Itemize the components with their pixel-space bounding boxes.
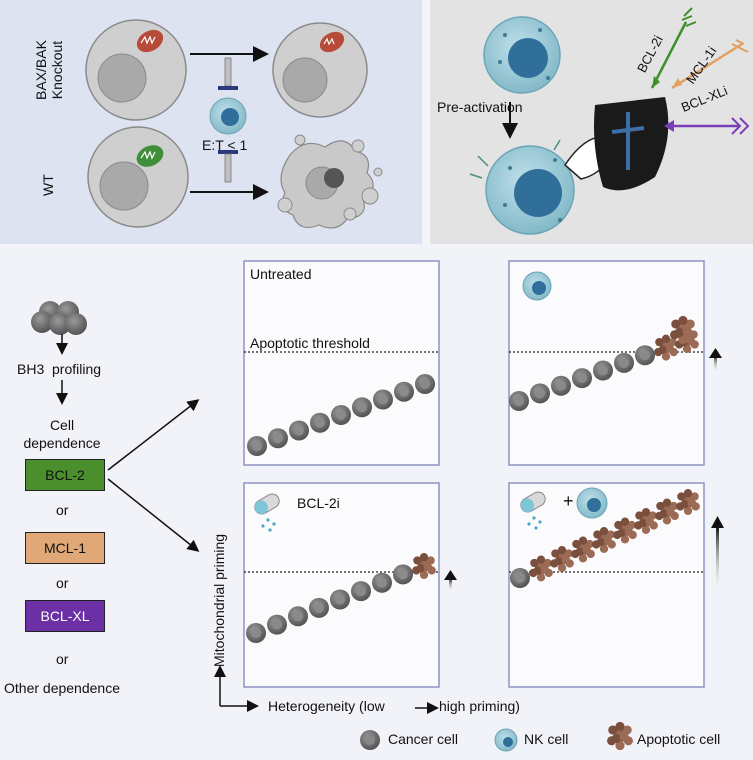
dependence-mcl1-box: MCL-1	[25, 532, 105, 564]
knockout-label-line1: BAX/BAK	[33, 40, 49, 100]
nk-cell-activated	[469, 139, 575, 235]
cancer-cell	[614, 352, 634, 373]
cancer-cell	[351, 581, 371, 602]
dependence-bclxl-label: BCL-XL	[40, 608, 90, 624]
apoptotic-cell	[550, 546, 574, 572]
cell-dependence-label: Cell dependence	[10, 416, 114, 452]
cancer-cell	[372, 572, 392, 593]
mcl1i-arrow-icon	[671, 39, 749, 90]
cell-dependence-line1: Cell	[49, 417, 75, 433]
cancer-cell	[289, 420, 309, 441]
cancer-cell	[373, 389, 393, 410]
pill-icon	[254, 493, 280, 532]
x-axis-label-suffix: high priming)	[439, 698, 520, 714]
cancer-cell	[635, 345, 655, 366]
cancer-cell	[415, 374, 435, 394]
apoptotic-wt-cell	[277, 134, 383, 229]
cancer-cell	[310, 412, 330, 433]
up-arrow	[444, 570, 457, 592]
legend-cancer-icon	[360, 730, 380, 750]
bcl2i-arrow-icon	[650, 7, 697, 89]
dependence-mcl1-label: MCL-1	[43, 540, 86, 556]
cancer-cell	[268, 428, 288, 449]
knockout-label: BAX/BAK Knockout	[33, 30, 65, 110]
or-label: or	[56, 575, 69, 591]
cancer-cell	[510, 568, 530, 588]
or-label: or	[56, 651, 69, 667]
cancer-cell	[509, 391, 529, 411]
legend-apoptotic-label: Apoptotic cell	[637, 731, 721, 747]
cancer-cell	[352, 397, 372, 418]
cancer-cell	[309, 597, 329, 618]
apoptotic-cell	[412, 553, 436, 579]
legend-nk-label: NK cell	[524, 731, 569, 747]
nk-effector	[209, 57, 247, 183]
bcl2i-panel-label: BCL-2i	[297, 495, 340, 511]
apoptotic-cell	[654, 334, 678, 361]
knockout-cell-left	[85, 19, 187, 121]
up-arrow	[711, 516, 724, 596]
apoptotic-cell	[634, 508, 658, 534]
shield-arm-icon	[564, 97, 669, 191]
knockout-label-line2: Knockout	[49, 40, 65, 100]
dependence-bcl2-label: BCL-2	[45, 467, 85, 483]
wt-cell	[87, 126, 189, 228]
apoptotic-cell	[613, 517, 637, 544]
cancer-cell	[331, 405, 351, 425]
pre-activation-label: Pre-activation	[437, 99, 523, 115]
up-arrow	[709, 348, 722, 373]
panel-bcl2i	[243, 482, 440, 688]
cell-cluster-icon	[31, 301, 87, 335]
dependence-bclxl-box: BCL-XL	[25, 600, 105, 632]
top-right-panel	[430, 0, 753, 244]
x-axis-label-prefix: Heterogeneity (low	[268, 698, 385, 714]
ratio-label: E:T < 1	[202, 137, 248, 153]
cancer-cell	[572, 368, 592, 389]
apoptotic-cell	[655, 498, 679, 525]
cell-dependence-line2: dependence	[23, 435, 101, 451]
legend-nk-icon	[494, 728, 518, 752]
apoptotic-threshold-label: Apoptotic threshold	[250, 335, 370, 351]
or-label: or	[56, 502, 69, 518]
apoptotic-cell	[670, 315, 696, 345]
nk-cell-icon	[522, 271, 552, 301]
nk-cell-icon	[576, 487, 608, 519]
y-axis-label: Mitochondrial priming	[211, 533, 227, 667]
apoptotic-cell	[592, 527, 616, 553]
knockout-cell-right	[272, 22, 368, 118]
plus-label: +	[563, 491, 574, 511]
legend-cancer-label: Cancer cell	[388, 731, 459, 747]
cancer-cell	[530, 383, 550, 404]
cancer-cell	[247, 436, 267, 456]
apoptotic-cell	[607, 721, 633, 751]
dependence-bcl2-box: BCL-2	[25, 459, 105, 491]
cancer-cell	[246, 623, 266, 643]
apoptotic-cell	[571, 536, 595, 563]
apoptotic-cell	[529, 555, 553, 582]
cancer-cell	[394, 381, 414, 402]
cancer-cell	[393, 564, 413, 585]
pill-icon	[520, 491, 546, 530]
legend-apoptotic-icon	[607, 721, 633, 751]
cancer-cell	[551, 375, 571, 396]
apoptotic-cell	[676, 489, 700, 515]
other-dependence-label: Other dependence	[4, 680, 120, 696]
cancer-cell	[593, 360, 613, 381]
cancer-cell	[330, 589, 350, 610]
cells-layer	[246, 315, 700, 643]
bh3-profiling-label: BH3 profiling	[17, 361, 102, 377]
bclxli-arrow-icon	[664, 117, 750, 135]
cancer-cell	[288, 606, 308, 627]
wt-label: WT	[40, 174, 56, 196]
untreated-label: Untreated	[250, 266, 312, 282]
nk-cell-resting	[483, 16, 561, 94]
cancer-cell	[267, 614, 287, 635]
